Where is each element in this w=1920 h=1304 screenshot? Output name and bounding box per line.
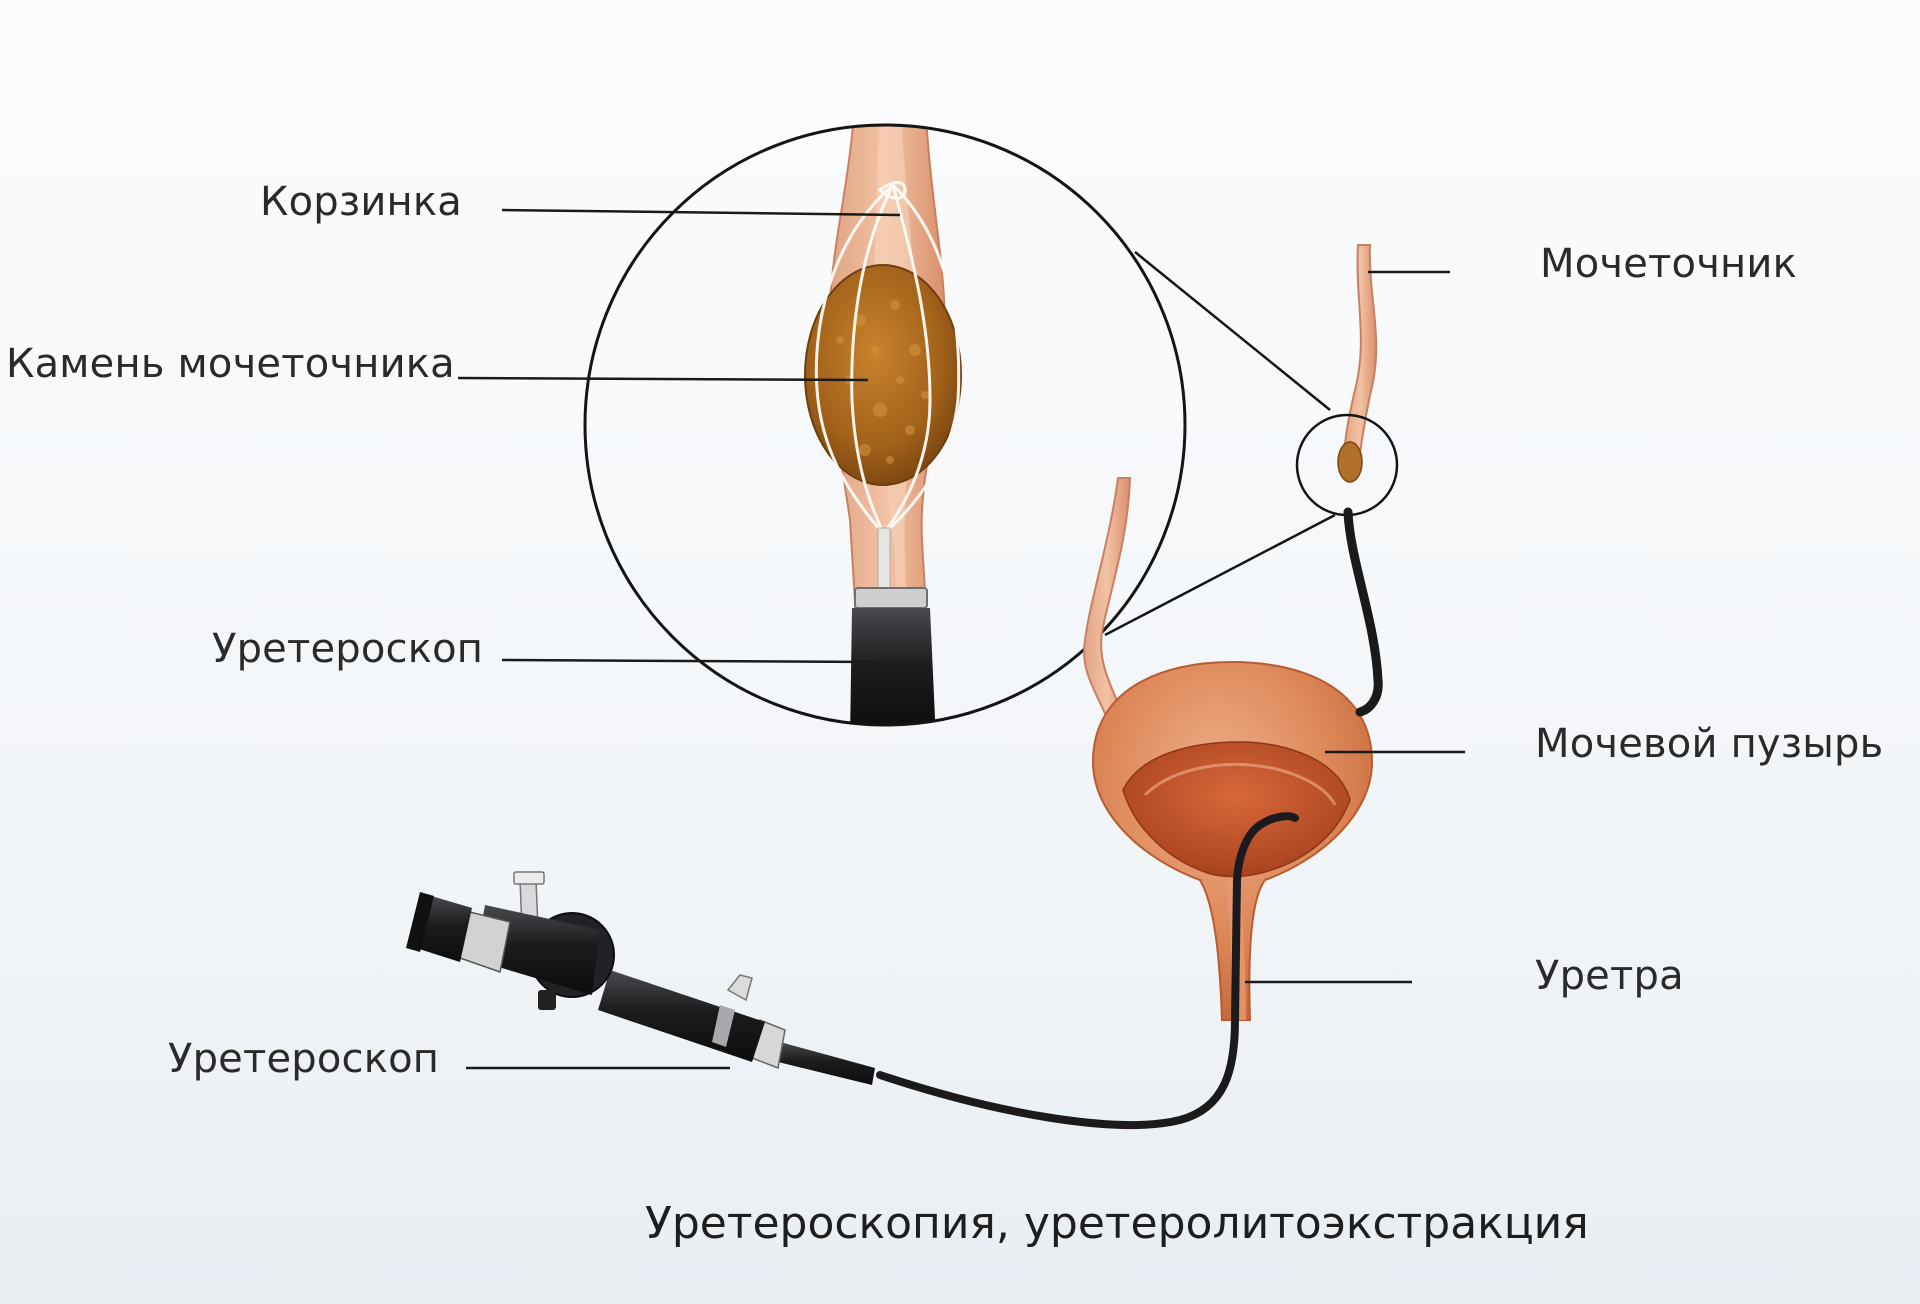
anatomy bbox=[1083, 244, 1399, 1021]
leader-stone bbox=[457, 376, 869, 382]
zoom-view bbox=[583, 123, 1187, 727]
leader-basket bbox=[501, 208, 901, 217]
label-bladder: Мочевой пузырь bbox=[1535, 721, 1884, 767]
leader-lines bbox=[457, 208, 1465, 1070]
label-urethra: Уретра bbox=[1535, 953, 1684, 999]
zoom-connector-top bbox=[1134, 251, 1331, 411]
right-ureter bbox=[1343, 244, 1378, 471]
ureter-stone bbox=[804, 264, 962, 486]
label-basket: Корзинка bbox=[260, 179, 462, 225]
basket bbox=[814, 181, 961, 532]
diagram-caption: Уретероскопия, уретеролитоэкстракция bbox=[645, 1198, 1589, 1249]
label-ureter-stone: Камень мочеточника bbox=[6, 341, 455, 387]
left-ureter bbox=[1083, 477, 1132, 722]
zoomed-ureteroscope bbox=[850, 587, 936, 725]
zoom-connector-bottom bbox=[1104, 513, 1336, 637]
bladder bbox=[1091, 660, 1374, 1021]
flexible-scope-upper bbox=[1343, 507, 1383, 717]
label-ureteroscope-device: Уретероскоп bbox=[168, 1036, 440, 1082]
leader-ureteroscope-zoom bbox=[501, 658, 879, 664]
ureteroscope-device bbox=[406, 812, 1299, 1129]
zoom-circle bbox=[583, 123, 1187, 727]
flexible-scope-shaft bbox=[876, 812, 1299, 1129]
label-ureter: Мочеточник bbox=[1540, 241, 1797, 287]
label-ureteroscope-zoom: Уретероскоп bbox=[212, 626, 484, 672]
